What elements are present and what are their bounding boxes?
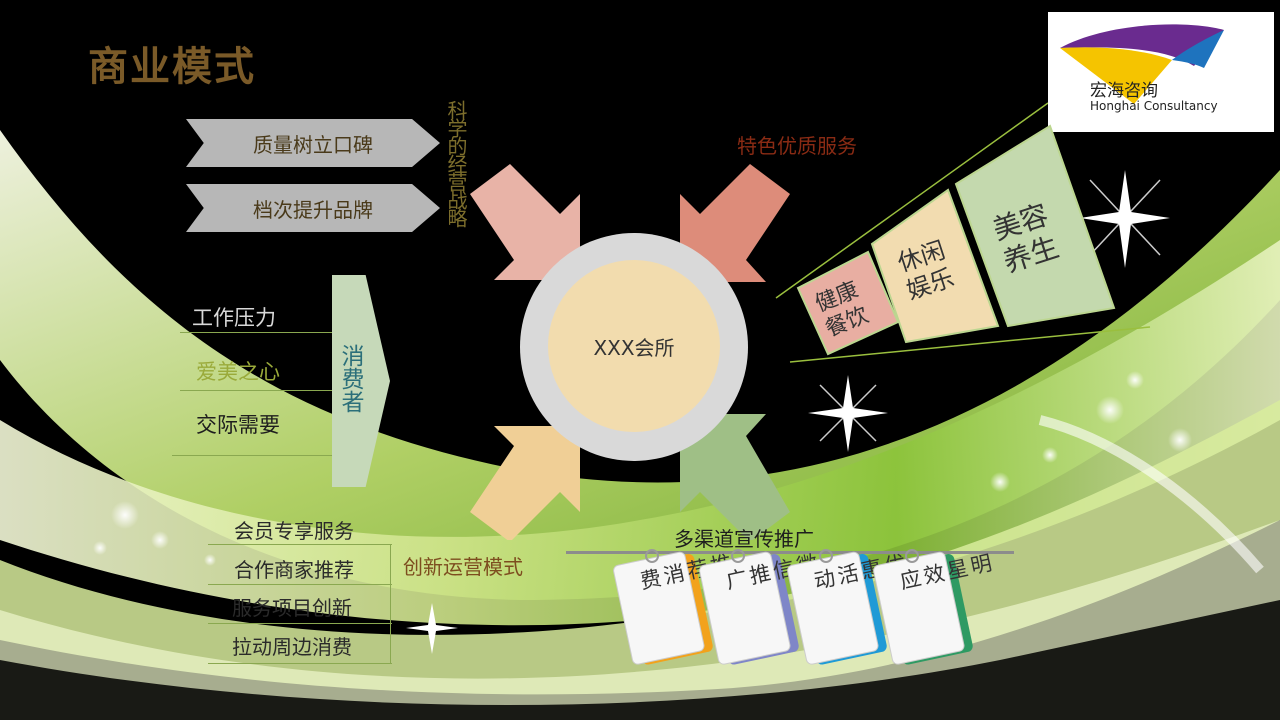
hub-center: XXX会所 — [548, 260, 720, 432]
arrow-bottom-right — [680, 414, 790, 540]
logo-name-cn: 宏海咨询 — [1090, 81, 1158, 101]
strategy-item-label: 质量树立口碑 — [253, 132, 373, 157]
strategy-label: 科学的经营战略 — [444, 100, 468, 226]
strategy-chevron-brand: 档次提升品牌 — [186, 184, 440, 232]
arrow-bottom-left — [470, 426, 580, 540]
tag-hook — [819, 549, 833, 563]
hub-arrows — [470, 164, 790, 540]
motive-social-needs: 交际需要 — [196, 413, 280, 437]
arrow-top-right — [680, 164, 790, 282]
divider-line — [172, 455, 332, 456]
operation-item-surrounding: 拉动周边消费 — [232, 635, 352, 659]
logo-name-en: Honghai Consultancy — [1090, 99, 1218, 113]
logo — [1048, 12, 1274, 132]
service-card-beauty — [954, 124, 1116, 328]
promotion-hanging-bar — [566, 551, 1014, 554]
divider-line — [208, 584, 392, 585]
arrow-top-left — [470, 164, 580, 280]
divider-line — [208, 544, 392, 545]
divider-line — [208, 663, 392, 664]
operation-label: 创新运营模式 — [403, 555, 523, 579]
divider-line — [208, 623, 392, 624]
strategy-item-label: 档次提升品牌 — [253, 197, 373, 222]
divider-line — [390, 544, 391, 664]
logo-mark-icon — [1060, 24, 1224, 104]
tag-hook — [731, 549, 745, 563]
motive-work-pressure: 工作压力 — [192, 306, 276, 330]
tag-hooks — [645, 549, 919, 563]
tag-hook — [645, 549, 659, 563]
operation-item-innovation: 服务项目创新 — [232, 596, 352, 620]
strategy-chevron-quality: 质量树立口碑 — [186, 119, 440, 167]
divider-line — [180, 332, 332, 333]
divider-line — [180, 390, 332, 391]
service-card-health — [796, 250, 900, 356]
promotion-label: 多渠道宣传推广 — [674, 527, 814, 551]
page-title: 商业模式 — [88, 44, 256, 90]
tag-hook — [905, 549, 919, 563]
service-card-leisure — [870, 188, 1000, 344]
service-cards — [796, 124, 1116, 356]
operation-item-partner: 合作商家推荐 — [234, 558, 354, 582]
operation-item-member: 会员专享服务 — [234, 519, 354, 543]
consumer-label: 消费者 — [337, 344, 363, 413]
hub-center-label: XXX会所 — [593, 335, 675, 360]
motive-love-beauty: 爱美之心 — [196, 360, 280, 384]
special-service-label: 特色优质服务 — [737, 134, 857, 158]
